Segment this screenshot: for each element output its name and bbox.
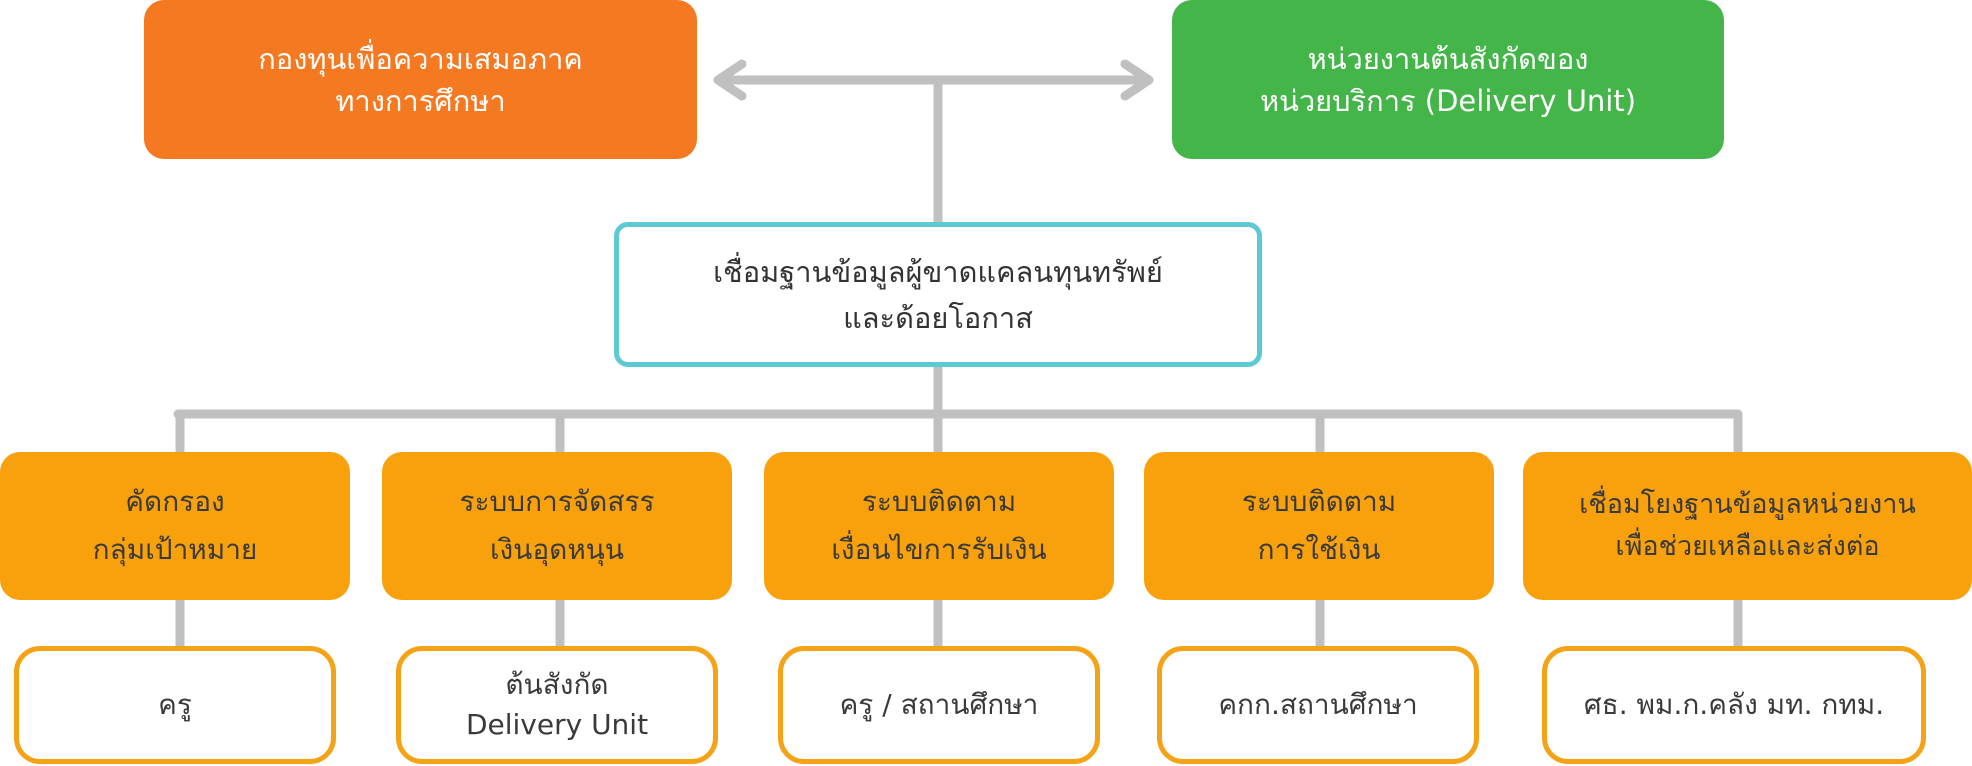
system-box-line2: เงินอุดหนุน [489, 533, 625, 566]
system-box-line2: เงื่อนไขการรับเงิน [831, 533, 1047, 566]
actor-box-teacher: ครู [14, 646, 336, 764]
actor-box-teacher-school: ครู / สถานศึกษา [778, 646, 1100, 764]
system-box-line1: ระบบติดตาม [1241, 485, 1397, 518]
actor-box-line2: Delivery Unit [465, 708, 649, 741]
system-box-spending-tracking: ระบบติดตาม การใช้เงิน [1144, 452, 1494, 600]
center-database-line2: และด้อยโอกาส [843, 300, 1033, 335]
system-box-line1: ระบบการจัดสรร [459, 485, 655, 518]
system-box-allocation: ระบบการจัดสรร เงินอุดหนุน [382, 452, 732, 600]
actor-box-line1: ครู / สถานศึกษา [839, 688, 1039, 721]
education-equity-fund-line1: กองทุนเพื่อความเสมอภาค [258, 41, 583, 76]
education-equity-fund-line2: ทางการศึกษา [335, 83, 506, 118]
delivery-unit-agency-line2: หน่วยบริการ (Delivery Unit) [1259, 83, 1637, 118]
system-box-screening: คัดกรอง กลุ่มเป้าหมาย [0, 452, 350, 600]
actor-box-affiliation: ต้นสังกัด Delivery Unit [396, 646, 718, 764]
education-equity-fund-box: กองทุนเพื่อความเสมอภาค ทางการศึกษา [144, 0, 697, 159]
actor-box-agencies: ศธ. พม.ก.คลัง มท. กทม. [1542, 646, 1926, 764]
system-box-conditions-tracking: ระบบติดตาม เงื่อนไขการรับเงิน [764, 452, 1114, 600]
system-box-line2: กลุ่มเป้าหมาย [92, 533, 258, 566]
delivery-unit-agency-box: หน่วยงานต้นสังกัดของ หน่วยบริการ (Delive… [1172, 0, 1724, 159]
actor-box-line1: คกก.สถานศึกษา [1218, 688, 1418, 721]
actor-box-line1: ศธ. พม.ก.คลัง มท. กทม. [1583, 688, 1885, 721]
arrowhead-left-icon [713, 59, 747, 101]
arrowhead-right-icon [1120, 59, 1154, 101]
center-database-box: เชื่อมฐานข้อมูลผู้ขาดแคลนทุนทรัพย์ และด้… [614, 222, 1262, 367]
system-box-line1: เชื่อมโยงฐานข้อมูลหน่วยงาน [1579, 489, 1916, 520]
center-database-line1: เชื่อมฐานข้อมูลผู้ขาดแคลนทุนทรัพย์ [713, 254, 1163, 289]
system-box-line2: การใช้เงิน [1257, 533, 1381, 566]
delivery-unit-agency-line1: หน่วยงานต้นสังกัดของ [1307, 41, 1589, 76]
actor-box-school-committee: คกก.สถานศึกษา [1157, 646, 1479, 764]
system-box-line1: ระบบติดตาม [861, 485, 1017, 518]
actor-box-line1: ครู [158, 688, 192, 721]
actor-box-line1: ต้นสังกัด [505, 668, 609, 701]
system-box-line2: เพื่อช่วยเหลือและส่งต่อ [1615, 531, 1880, 562]
system-box-line1: คัดกรอง [125, 485, 225, 518]
system-box-agency-linking: เชื่อมโยงฐานข้อมูลหน่วยงาน เพื่อช่วยเหลื… [1523, 452, 1972, 600]
